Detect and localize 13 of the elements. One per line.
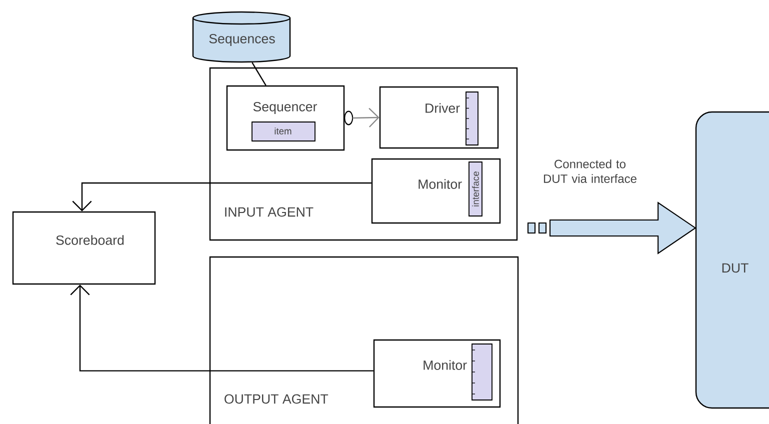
component-box: Driver: [379, 86, 499, 149]
item-box: item: [252, 122, 316, 142]
arrow: [70, 284, 374, 372]
block-arrow: [549, 202, 696, 254]
interface-strip: [466, 92, 478, 146]
dut-box: DUT: [695, 111, 769, 409]
interface-strip: interface: [468, 162, 482, 216]
arrow: [72, 182, 372, 212]
arrow: [344, 108, 380, 128]
interface-strip: [472, 344, 492, 400]
database-cylinder: Sequences: [192, 11, 291, 63]
component-box: Scoreboard: [12, 211, 156, 285]
edge-label: Connected to DUT via interface: [544, 159, 636, 183]
